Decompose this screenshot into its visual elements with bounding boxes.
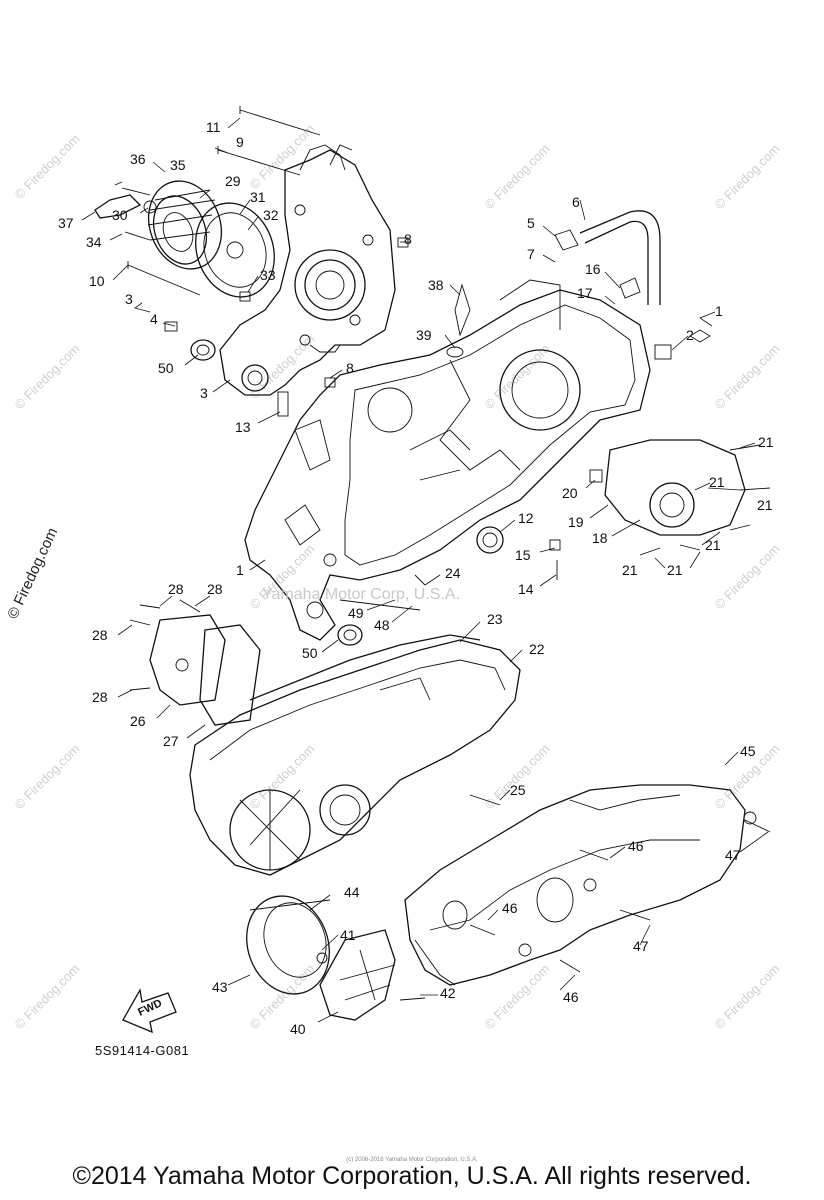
- callout-6: 6: [572, 194, 580, 210]
- callout-12: 12: [518, 510, 534, 526]
- transmission-cover: [189, 634, 521, 876]
- callout-21f: 21: [667, 562, 683, 578]
- callout-21e: 21: [622, 562, 638, 578]
- callout-41: 41: [340, 927, 356, 943]
- watermark: © Firedog.com: [12, 131, 83, 202]
- callout-1: 1: [236, 562, 244, 578]
- callout-28d: 28: [92, 689, 108, 705]
- callout-26: 26: [130, 713, 146, 729]
- callout-50-top: 50: [158, 360, 174, 376]
- watermark: © Firedog.com: [482, 961, 553, 1032]
- callout-17: 17: [577, 285, 593, 301]
- callout-3: 3: [200, 385, 208, 401]
- callout-8: 8: [404, 231, 412, 247]
- crankcase-cover-left: [94, 106, 409, 417]
- air-filter-parts: [246, 895, 426, 1021]
- callout-40: 40: [290, 1021, 306, 1037]
- watermark: © Firedog.com: [482, 741, 553, 812]
- callout-44: 44: [344, 884, 360, 900]
- watermark: © Firedog.com: [712, 341, 783, 412]
- callout-46b: 46: [502, 900, 518, 916]
- right-cover: [604, 439, 771, 556]
- callout-labels: 11 9 36 35 29 31 30 32 37 34 8 33 10 3 4…: [58, 119, 774, 1037]
- callout-16: 16: [585, 261, 601, 277]
- fwd-arrow-icon: FWD: [122, 988, 177, 1034]
- callout-24: 24: [445, 565, 461, 581]
- callout-48: 48: [374, 617, 390, 633]
- callout-7: 7: [527, 246, 535, 262]
- callout-8b: 8: [346, 360, 354, 376]
- callout-21c: 21: [757, 497, 773, 513]
- copyright-footer: ©2014 Yamaha Motor Corporation, U.S.A. A…: [72, 1162, 752, 1190]
- callout-4: 4: [150, 311, 158, 327]
- callout-3-top: 3: [125, 291, 133, 307]
- callout-47b: 47: [633, 938, 649, 954]
- callout-36: 36: [130, 151, 146, 167]
- callout-9: 9: [236, 134, 244, 150]
- callout-20: 20: [562, 485, 578, 501]
- watermark: © Firedog.com: [482, 341, 553, 412]
- outer-cover: [404, 784, 771, 986]
- watermark: © Firedog.com: [247, 741, 318, 812]
- leader-lines: [81, 117, 769, 1023]
- callout-35: 35: [170, 157, 186, 173]
- callout-34: 34: [86, 234, 102, 250]
- diagram-code: 5S91414-G081: [95, 1043, 190, 1058]
- callout-42: 42: [440, 985, 456, 1001]
- watermark: © Firedog.com: [712, 541, 783, 612]
- watermark: © Firedog.com: [482, 141, 553, 212]
- callout-43: 43: [212, 979, 228, 995]
- callout-14: 14: [518, 581, 534, 597]
- callout-31: 31: [250, 189, 266, 205]
- center-watermark: Yamaha Motor Corp, U.S.A.: [262, 586, 460, 603]
- callout-38: 38: [428, 277, 444, 293]
- callout-23: 23: [487, 611, 503, 627]
- callout-5: 5: [527, 215, 535, 231]
- callout-18: 18: [592, 530, 608, 546]
- callout-46a: 46: [628, 838, 644, 854]
- callout-45: 45: [740, 743, 756, 759]
- watermark: © Firedog.com: [12, 341, 83, 412]
- callout-37: 37: [58, 215, 74, 231]
- callout-28a: 28: [168, 581, 184, 597]
- callout-10: 10: [89, 273, 105, 289]
- plates-left: [129, 599, 261, 726]
- callout-21a: 21: [758, 434, 774, 450]
- callout-30: 30: [112, 207, 128, 223]
- callout-47a: 47: [725, 847, 741, 863]
- callout-39: 39: [416, 327, 432, 343]
- callout-33: 33: [260, 267, 276, 283]
- watermark: © Firedog.com: [12, 741, 83, 812]
- crankcase-main: [244, 210, 672, 646]
- callout-11: 11: [206, 119, 221, 135]
- callout-19: 19: [568, 514, 584, 530]
- callout-50: 50: [302, 645, 318, 661]
- side-watermark: © Firedog.com: [4, 525, 61, 622]
- callout-46c: 46: [563, 989, 579, 1005]
- watermark: © Firedog.com: [12, 961, 83, 1032]
- callout-25: 25: [510, 782, 526, 798]
- callout-22: 22: [529, 641, 545, 657]
- callout-49: 49: [348, 605, 364, 621]
- small-copyright-notice: (c) 2006-2016 Yamaha Motor Corporation, …: [346, 1157, 478, 1163]
- callout-32: 32: [263, 207, 279, 223]
- watermark: © Firedog.com: [712, 961, 783, 1032]
- callout-2: 2: [686, 327, 694, 343]
- callout-21d: 21: [705, 537, 721, 553]
- callout-21b: 21: [709, 474, 725, 490]
- callout-28b: 28: [207, 581, 223, 597]
- callout-28c: 28: [92, 627, 108, 643]
- callout-29: 29: [225, 173, 241, 189]
- callout-15: 15: [515, 547, 531, 563]
- callout-1-top: 1: [715, 303, 723, 319]
- watermark: © Firedog.com: [712, 141, 783, 212]
- callout-13: 13: [235, 419, 251, 435]
- callout-27: 27: [163, 733, 179, 749]
